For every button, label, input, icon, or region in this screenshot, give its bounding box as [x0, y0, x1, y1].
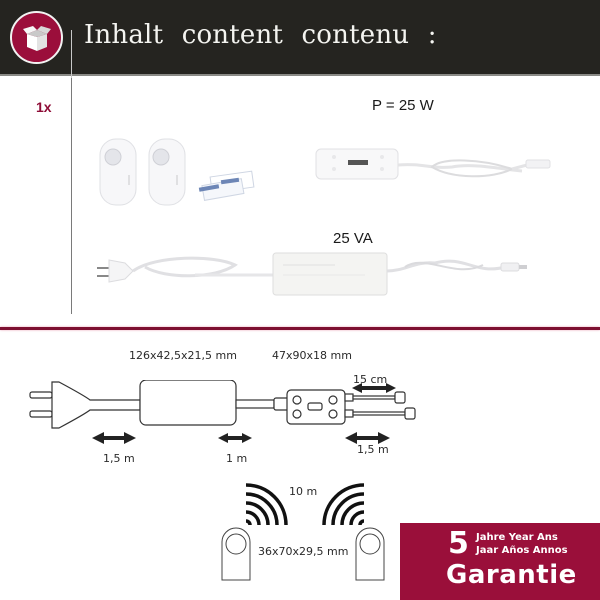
output-cable-length: 1 m — [226, 452, 248, 465]
header-divider — [71, 30, 72, 78]
power-supply-rating-label: 25 VA — [333, 230, 373, 247]
section-divider — [0, 327, 600, 330]
hub-dimensions: 47x90x18 mm — [272, 349, 352, 362]
sensor-dimensions: 36x70x29,5 mm — [258, 545, 349, 558]
controller-hub-photo — [315, 148, 551, 180]
power-rating-label: P = 25 W — [372, 97, 434, 114]
column-divider — [71, 78, 72, 314]
guarantee-line-1: Jahre Year Ans — [476, 532, 558, 543]
sensor-range: 10 m — [289, 485, 318, 498]
guarantee-years: 5 — [448, 526, 469, 561]
signal-waves-icon — [245, 483, 365, 526]
guarantee-title: Garantie — [446, 560, 577, 590]
motion-sensor-outlines — [221, 527, 385, 581]
page-title: Inhalt content contenu : — [84, 20, 437, 50]
quantity-label: 1x — [36, 99, 52, 115]
motion-sensor-photo — [99, 138, 186, 206]
power-supply-photo — [97, 252, 527, 296]
hub-short-lead-length: 15 cm — [353, 373, 388, 386]
adhesive-pads-photo — [198, 170, 255, 201]
open-box-icon — [10, 11, 63, 64]
plug-cable-length: 1,5 m — [103, 452, 135, 465]
guarantee-badge: 5 Jahre Year Ans Jaar Años Annos Garanti… — [400, 523, 600, 600]
hub-long-lead-length: 1,5 m — [357, 443, 389, 456]
dimension-arrows — [92, 432, 390, 444]
guarantee-line-2: Jaar Años Annos — [476, 545, 568, 556]
power-supply-dimensions: 126x42,5x21,5 mm — [129, 349, 237, 362]
short-lead-arrow — [352, 383, 396, 393]
header-bar: Inhalt content contenu : — [0, 0, 600, 78]
wiring-diagram — [29, 380, 416, 429]
